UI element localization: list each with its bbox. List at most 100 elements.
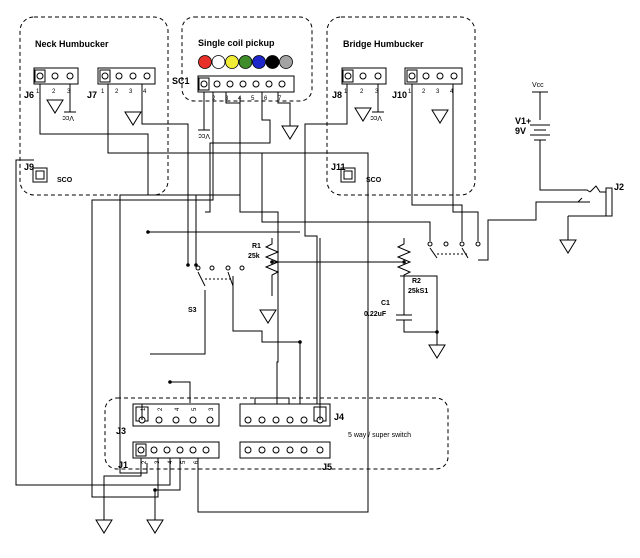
wire-j1-gnd-right bbox=[154, 458, 181, 520]
svg-text:Vcc: Vcc bbox=[62, 114, 74, 121]
svg-text:4: 4 bbox=[143, 89, 147, 95]
svg-text:J5: J5 bbox=[322, 462, 332, 472]
svg-text:J3: J3 bbox=[116, 426, 126, 436]
junction-dot bbox=[270, 260, 274, 264]
wire-bridge-j8 bbox=[304, 84, 348, 412]
svg-text:0.22uF: 0.22uF bbox=[364, 311, 387, 318]
svg-text:J9: J9 bbox=[24, 162, 34, 172]
capacitor-c1: C1 0.22uF bbox=[364, 300, 437, 333]
svg-text:Vcc: Vcc bbox=[198, 132, 210, 139]
neck-humbucker-box bbox=[19, 16, 169, 196]
svg-text:Vcc: Vcc bbox=[532, 82, 544, 89]
svg-text:2: 2 bbox=[212, 96, 216, 102]
gnd-j7-symbol bbox=[124, 111, 142, 126]
svg-text:3: 3 bbox=[129, 89, 133, 95]
gnd-sc1-symbol bbox=[281, 125, 299, 140]
vcc-bridge: Vcc bbox=[370, 84, 384, 121]
svg-text:25kS1: 25kS1 bbox=[408, 288, 428, 295]
pickup-dot-white bbox=[211, 55, 226, 69]
svg-text:2: 2 bbox=[158, 407, 164, 411]
junction-dot bbox=[146, 230, 150, 234]
wire-j10-4 bbox=[452, 84, 479, 241]
svg-text:5: 5 bbox=[251, 96, 255, 102]
junction-dot bbox=[435, 330, 439, 334]
pickup-dot-green bbox=[238, 55, 253, 69]
svg-text:SCO: SCO bbox=[57, 177, 73, 184]
yellow-wire-long bbox=[197, 152, 369, 513]
pickup-color-dots bbox=[198, 55, 293, 69]
svg-text:6: 6 bbox=[264, 96, 268, 102]
svg-text:R1: R1 bbox=[252, 243, 261, 250]
gnd-jack-symbol bbox=[559, 239, 577, 254]
junction-dot bbox=[194, 263, 198, 267]
svg-text:9V: 9V bbox=[515, 126, 526, 136]
svg-text:2: 2 bbox=[52, 89, 56, 95]
svg-text:7: 7 bbox=[278, 96, 282, 102]
junction-dot bbox=[153, 488, 157, 492]
svg-text:25k: 25k bbox=[248, 253, 260, 260]
wire-sc1-7 bbox=[277, 84, 291, 126]
bridge-humbucker-label: Bridge Humbucker bbox=[343, 39, 424, 49]
junction-dot bbox=[186, 263, 190, 267]
green-wire-2 bbox=[239, 96, 279, 405]
wire-sw-s3 bbox=[232, 276, 301, 412]
svg-text:1: 1 bbox=[408, 89, 412, 95]
gnd-j8-symbol bbox=[354, 107, 372, 122]
svg-text:R2: R2 bbox=[412, 278, 421, 285]
svg-text:1: 1 bbox=[141, 407, 147, 411]
wire-output bbox=[400, 275, 438, 345]
vcc-neck: Vcc bbox=[62, 84, 76, 121]
svg-text:J8: J8 bbox=[332, 90, 342, 100]
switch-s3: S3 bbox=[188, 265, 245, 314]
junction-dots bbox=[146, 230, 439, 492]
wire-j1-gnd-left bbox=[103, 458, 142, 520]
switch-label: 5 way / super switch bbox=[348, 432, 411, 439]
wire-j3-ring bbox=[170, 381, 191, 403]
svg-text:SCO: SCO bbox=[366, 177, 382, 184]
resistor-r1: R1 25k bbox=[248, 238, 282, 296]
switch-box bbox=[104, 397, 449, 470]
gray-wire bbox=[91, 84, 214, 498]
pickup-dot-red bbox=[198, 55, 212, 69]
wire-to-jack bbox=[478, 201, 590, 261]
svg-text:SC1: SC1 bbox=[172, 76, 190, 86]
gnd-right-symbol bbox=[146, 519, 164, 534]
gnd-j10-symbol bbox=[431, 109, 449, 124]
wire-j3-to-s3 bbox=[150, 290, 206, 355]
resistor-r2: R2 25kS1 bbox=[396, 238, 428, 308]
wire-battery bbox=[539, 155, 591, 193]
pickup-dot-yellow bbox=[225, 55, 239, 69]
svg-text:6: 6 bbox=[194, 460, 200, 464]
svg-text:2: 2 bbox=[115, 89, 119, 95]
battery-v1: Vcc V1+ 9V bbox=[515, 82, 550, 155]
svg-text:J4: J4 bbox=[334, 412, 344, 422]
svg-text:J10: J10 bbox=[392, 90, 407, 100]
green-wire bbox=[107, 84, 431, 241]
orange-wire bbox=[411, 70, 463, 241]
svg-text:4: 4 bbox=[450, 89, 454, 95]
connector-j11: J11 SCO bbox=[331, 162, 382, 184]
svg-text:1: 1 bbox=[101, 89, 105, 95]
neck-humbucker-label: Neck Humbucker bbox=[35, 39, 109, 49]
svg-text:3: 3 bbox=[155, 460, 161, 464]
pickup-dot-blue bbox=[252, 55, 266, 69]
svg-text:2: 2 bbox=[142, 460, 148, 464]
connector-j9: J9 SCO bbox=[24, 162, 73, 184]
switch-s1 bbox=[427, 241, 481, 259]
svg-text:Vcc: Vcc bbox=[370, 114, 382, 121]
gnd-r1-symbol bbox=[259, 309, 277, 324]
connector-j2: J2 bbox=[567, 182, 624, 240]
svg-text:3: 3 bbox=[436, 89, 440, 95]
junction-dot bbox=[402, 260, 406, 264]
svg-text:5: 5 bbox=[192, 407, 198, 411]
svg-text:J11: J11 bbox=[331, 162, 346, 172]
svg-text:1: 1 bbox=[344, 89, 348, 95]
wire-neck-j6 bbox=[39, 84, 197, 265]
svg-text:V1+: V1+ bbox=[515, 116, 531, 126]
wire-sc1-6 bbox=[205, 84, 271, 213]
